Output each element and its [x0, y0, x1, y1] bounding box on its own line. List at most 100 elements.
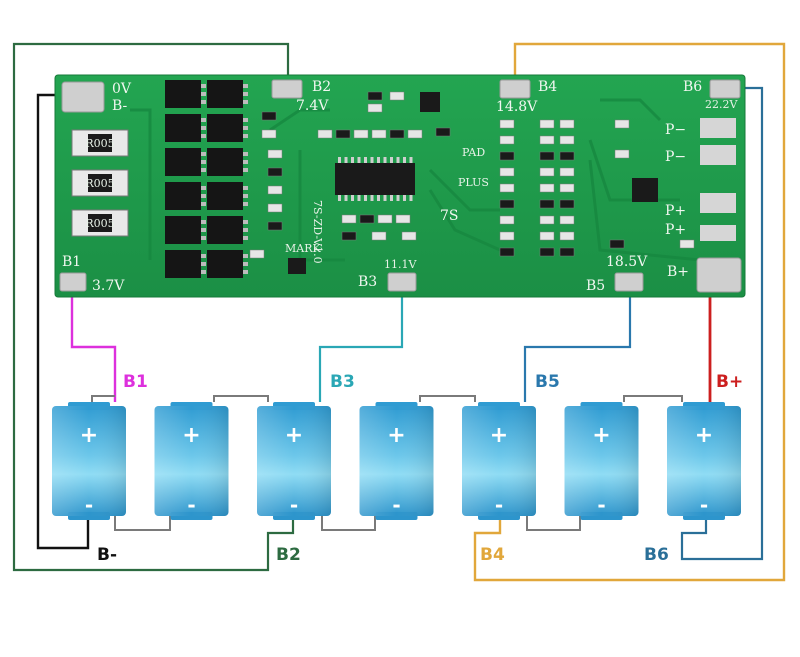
smd-part [371, 231, 387, 241]
wire-labels: B1 B3 B5 B+ B- B2 B4 B6 [97, 372, 743, 565]
label-b2-voltage: 7.4V [296, 98, 329, 114]
pad-b5 [614, 272, 644, 292]
label-b4-pcb: B4 [538, 79, 557, 95]
smd-part [559, 247, 575, 257]
label-b1-voltage: 3.7V [92, 278, 125, 294]
battery-cell: +- [564, 402, 639, 520]
cell-plus-sign: + [182, 423, 200, 448]
smd-part [395, 214, 411, 224]
label-pad: PAD [462, 146, 485, 159]
label-b1-pcb: B1 [62, 254, 81, 270]
cell-shade [667, 406, 741, 516]
cell-shade [359, 406, 434, 516]
mosfet-pin [243, 186, 248, 190]
mosfet-pin [243, 236, 248, 240]
battery-cells: +-+-+-+-+-+-+- [52, 402, 741, 520]
cell-plus-sign: + [80, 423, 98, 448]
cell-minus-sign: - [85, 493, 93, 517]
pad-b3 [387, 272, 417, 292]
smd-part [335, 129, 351, 139]
label-model: 7S-ZD-V1.0 [311, 200, 324, 264]
pad-b2 [271, 79, 303, 99]
smd-part [261, 129, 277, 139]
smd-part [341, 231, 357, 241]
mosfet [165, 182, 201, 210]
smd-part [359, 214, 375, 224]
bms-board: R005 R005 R005 0V B- B2 7.4V B4 14.8V B6… [54, 74, 746, 298]
mosfet-pin [243, 202, 248, 206]
smd-part [353, 129, 369, 139]
cell-plus-sign: + [695, 423, 713, 448]
label-b3-pcb: B3 [358, 274, 377, 290]
mosfet-pin [201, 228, 206, 232]
cell-minus-sign: - [187, 493, 195, 517]
smd-part [499, 183, 515, 193]
smd-part [261, 111, 277, 121]
ic-pin [383, 195, 387, 201]
mosfet-pin [201, 186, 206, 190]
label-p-minus-1: P− [665, 122, 686, 138]
mosfet-pin [201, 92, 206, 96]
cell-shade [564, 406, 639, 516]
regulator-small [420, 92, 440, 112]
label-p-plus-1: P+ [665, 203, 686, 219]
mosfet-pin [201, 100, 206, 104]
mosfet-pin [201, 254, 206, 258]
wire-label-b6: B6 [644, 545, 669, 565]
smd-part [539, 151, 555, 161]
mosfet-pin [243, 84, 248, 88]
wires [12, 42, 786, 582]
pad-p-minus-1 [700, 118, 736, 138]
mosfet-small [632, 178, 658, 202]
label-b5-voltage: 18.5V [606, 254, 648, 270]
ic-pin [351, 157, 354, 163]
pad-b-plus [696, 257, 742, 293]
label-p-plus-2: P+ [665, 222, 686, 238]
mosfet [165, 216, 201, 244]
smd-part [559, 215, 575, 225]
smd-part [539, 199, 555, 209]
ic-pin [364, 195, 367, 201]
mosfet [207, 80, 243, 108]
smd-part [407, 129, 423, 139]
bms-ic [335, 157, 415, 201]
smd-part [539, 135, 555, 145]
ic-pin [396, 157, 400, 163]
smd-part [559, 183, 575, 193]
mosfet-pin [201, 262, 206, 266]
smd-part [317, 129, 333, 139]
label-b4-voltage: 14.8V [496, 99, 538, 115]
mosfet-pin [243, 254, 248, 258]
mosfet-pin [243, 100, 248, 104]
mosfet-pin [201, 118, 206, 122]
mosfet [165, 114, 201, 142]
label-b-plus-pcb: B+ [667, 264, 689, 280]
smd-part [499, 215, 515, 225]
smd-part [267, 149, 283, 159]
mosfet-pin [201, 270, 206, 274]
label-plus: PLUS [458, 176, 489, 189]
mosfet [207, 216, 243, 244]
ic-pin [403, 157, 406, 163]
mosfet-pin [243, 228, 248, 232]
smd-part [539, 167, 555, 177]
wire-label-b5: B5 [535, 372, 560, 392]
mosfet-pin [201, 160, 206, 164]
smd-part [539, 183, 555, 193]
pad-0v [61, 81, 105, 113]
smd-part [267, 167, 283, 177]
cell-minus-sign: - [290, 493, 298, 517]
pad-b1 [59, 272, 87, 292]
mosfet [207, 114, 243, 142]
label-b6-voltage: 22.2V [705, 98, 738, 111]
smd-part [559, 135, 575, 145]
smd-part [367, 91, 383, 101]
cell-links [91, 395, 683, 531]
ic-pin [383, 157, 387, 163]
mosfet-pin [243, 168, 248, 172]
smd-part [539, 119, 555, 129]
mosfet [165, 80, 201, 108]
smd-part [499, 135, 515, 145]
cell-minus-sign: - [495, 493, 503, 517]
mosfet [207, 182, 243, 210]
